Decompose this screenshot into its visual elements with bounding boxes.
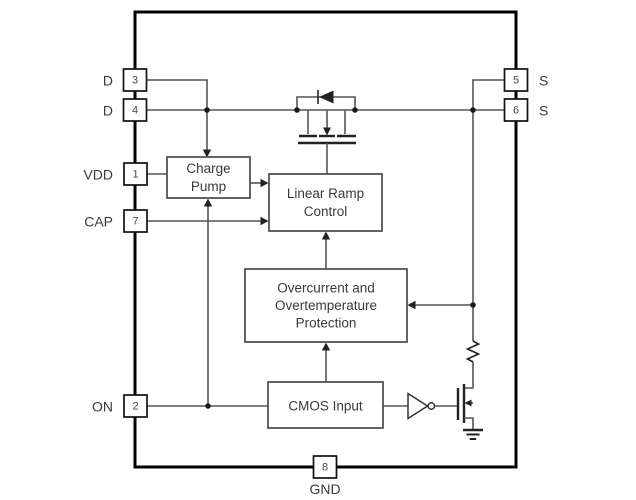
body-diode-icon [319,90,334,104]
cmos-input-box [267,381,384,429]
pin-cap: 7 CAP [84,209,148,233]
pin-label-d3: D [103,73,113,89]
arrow-into-protection-bottom [321,342,331,351]
pin-number-4: 4 [132,105,138,117]
arrow-into-protection-right [407,300,416,310]
linear-ramp-label-line1: Linear Ramp [287,186,364,201]
arrow-into-linear-ramp-left-2 [260,216,269,226]
pin-label-vdd: VDD [83,167,113,183]
arrow-into-charge-pump-top [202,149,212,158]
pin-label-on: ON [92,399,113,415]
junction-dot [470,107,476,113]
junction-dot [205,403,211,409]
pass-mosfet [296,90,356,174]
wire-resistor-to-nmos-drain [464,362,474,389]
protection-label-line1: Overcurrent and [277,281,375,296]
arrow-into-linear-ramp-left-1 [260,178,269,188]
charge-pump-label-line1: Charge [186,161,230,176]
protection-label-line3: Protection [296,316,357,331]
pin-box-2 [123,394,148,418]
pin-d4: 4 D [103,98,148,122]
linear-ramp-label-line2: Control [304,204,348,219]
pin-label-cap: CAP [84,214,113,230]
pin-number-2: 2 [132,401,138,413]
pin-label-s5: S [539,73,548,89]
junction-dot [204,107,210,113]
pin-box-7 [123,209,148,233]
junction-dots [204,107,476,409]
inverter [407,392,436,420]
junction-dot [352,107,358,113]
block-cmos-input: CMOS Input [267,381,384,429]
cmos-input-label: CMOS Input [288,399,363,414]
arrow-into-charge-pump-bottom [203,198,213,207]
wire-d3-to-charge-pump [147,79,208,150]
arrowheads [202,149,416,351]
pin-s5: 5 S [503,68,548,92]
linear-ramp-box [268,173,383,232]
junction-dot [470,302,476,308]
block-protection: Overcurrent and Overtemperature Protecti… [244,268,408,343]
pin-number-6: 6 [513,105,519,117]
inverter-bubble-icon [427,402,436,410]
pin-number-7: 7 [132,216,138,228]
nmos-body-arrow-icon [464,399,472,407]
pin-box-8 [312,455,338,479]
pin-number-8: 8 [322,462,328,474]
pin-gnd: 8 GND [309,455,341,497]
pin-s6: 6 S [503,98,548,122]
wire-s5-branch [472,79,504,110]
nmos-source-lead [464,417,474,430]
block-linear-ramp-control: Linear Ramp Control [268,173,383,232]
pin-box-4 [122,98,148,122]
pin-label-gnd: GND [309,481,340,497]
arrow-into-linear-ramp-bottom [321,231,331,240]
pin-number-3: 3 [132,75,138,87]
junction-dot [294,107,300,113]
fet-body-arrow-icon [323,127,331,136]
pin-box-5 [503,68,529,92]
pin-number-5: 5 [513,75,519,87]
pin-on: 2 ON [92,394,148,418]
pin-d3: 3 D [103,68,148,92]
block-charge-pump: Charge Pump [166,156,251,199]
resistor-icon [465,340,481,363]
charge-pump-box [166,156,251,199]
pin-label-d4: D [103,103,113,119]
protection-box [244,268,408,343]
protection-label-line2: Overtemperature [275,298,377,313]
pin-number-1: 1 [132,169,138,181]
pin-vdd: 1 VDD [83,162,148,186]
inverter-triangle-icon [407,392,429,420]
pin-box-6 [503,98,529,122]
pin-box-1 [123,162,148,186]
nmos-transistor [456,384,483,440]
charge-pump-label-line2: Pump [191,179,226,194]
pin-label-s6: S [539,103,548,119]
pin-box-3 [122,68,148,92]
